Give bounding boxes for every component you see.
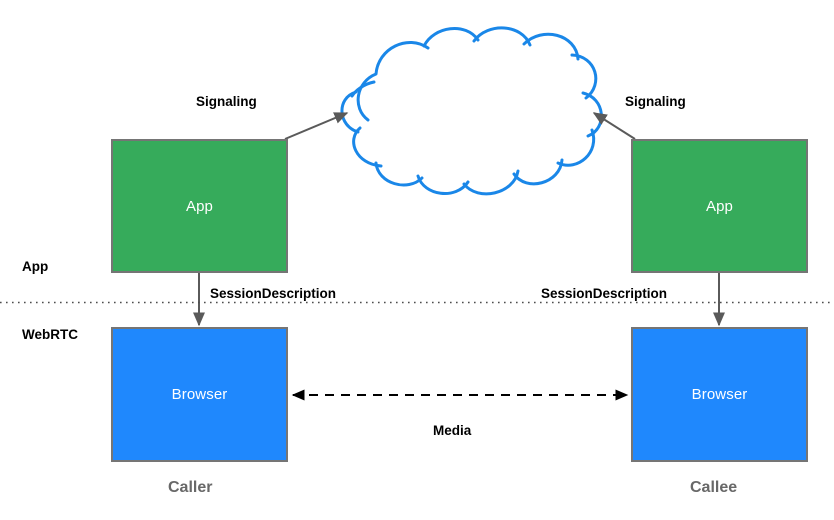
edge-label-signaling-left: Signaling — [196, 94, 257, 109]
edge-label-sessiondescription-left: SessionDescription — [210, 286, 337, 301]
node-label: Browser — [171, 386, 228, 403]
edge-label-media: Media — [433, 423, 472, 438]
role-label-caller: Caller — [168, 479, 213, 496]
edge-signaling-left — [284, 112, 349, 140]
node-label: App — [186, 197, 213, 215]
node-app-caller[interactable]: App — [111, 139, 288, 273]
signaling-cloud — [340, 26, 603, 196]
node-label: App — [706, 197, 733, 215]
node-browser-callee[interactable]: Browser — [631, 327, 808, 462]
edge-signaling-right — [592, 112, 636, 140]
node-browser-caller[interactable]: Browser — [111, 327, 288, 462]
node-label: Browser — [691, 386, 748, 403]
node-app-callee[interactable]: App — [631, 139, 808, 273]
layer-label-webrtc: WebRTC — [22, 327, 78, 342]
role-label-callee: Callee — [690, 479, 738, 496]
edge-label-signaling-right: Signaling — [625, 94, 686, 109]
layer-label-app: App — [22, 259, 49, 274]
edge-label-sessiondescription-right: SessionDescription — [541, 286, 668, 301]
